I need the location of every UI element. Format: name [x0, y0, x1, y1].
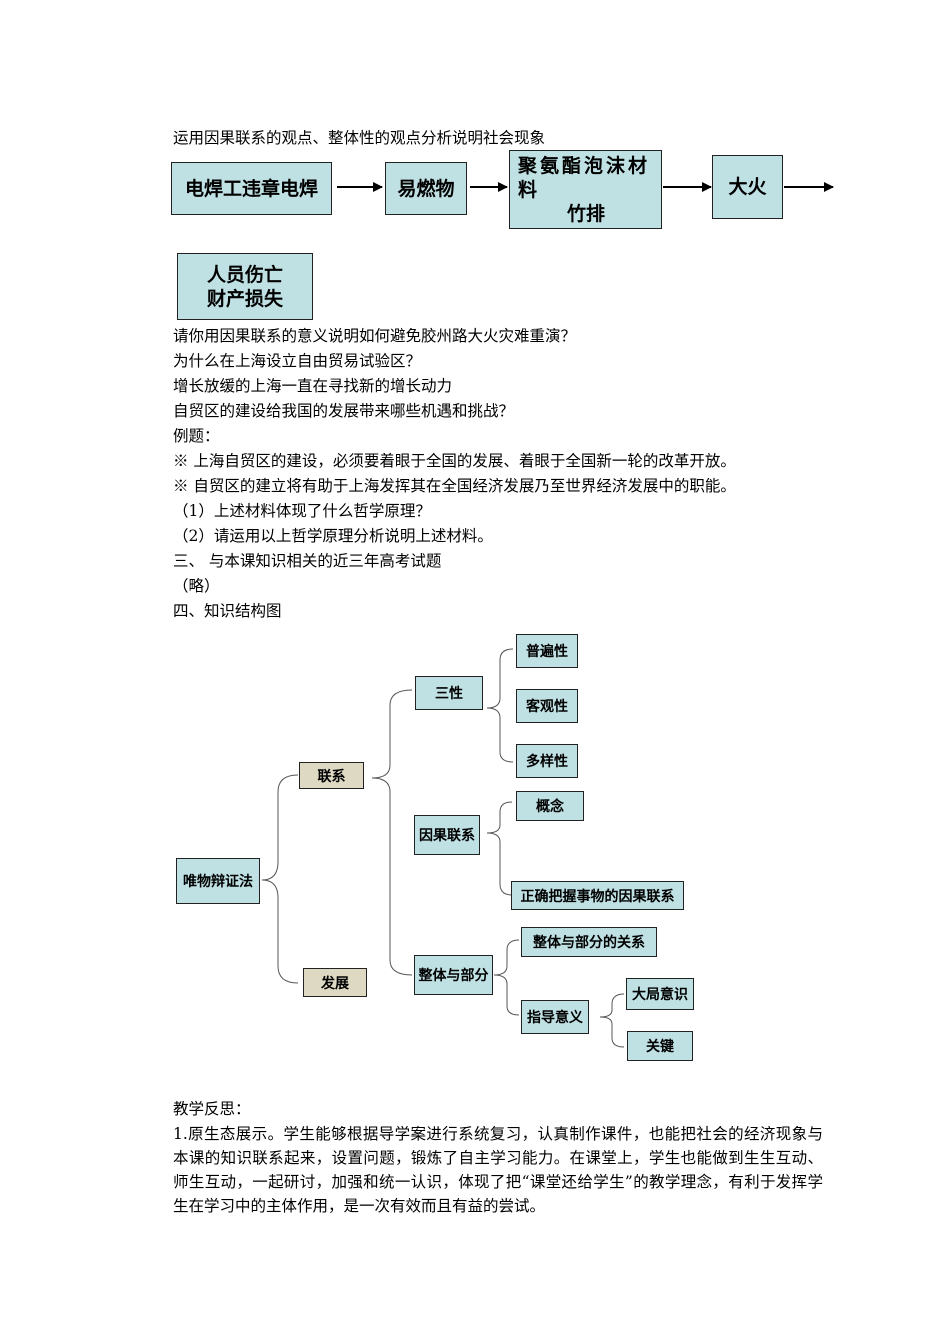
km-keguanxing-label: 客观性 [526, 699, 568, 715]
km-daju-label: 大局意识 [632, 987, 688, 1003]
brace-zhidao [599, 993, 625, 1048]
km-yinguo: 因果联系 [414, 815, 480, 855]
text-line: 三、 与本课知识相关的近三年高考试题 [173, 552, 442, 570]
text-line: 例题： [173, 427, 220, 445]
km-keguanxing: 客观性 [516, 689, 578, 723]
text-line: （略） [173, 577, 220, 595]
flow-box-foam: 聚氨酯泡沫材料 竹排 [509, 150, 662, 229]
km-root-label: 唯物辩证法 [183, 874, 253, 890]
flow-result-label-2: 财产损失 [206, 287, 283, 310]
km-pubianxing-label: 普遍性 [526, 644, 568, 660]
km-guanxi: 整体与部分的关系 [521, 927, 657, 957]
km-zhengti-label: 整体与部分 [418, 968, 489, 984]
km-duoyangxing: 多样性 [516, 744, 578, 778]
km-pubianxing: 普遍性 [516, 634, 578, 668]
km-zhengti: 整体与部分 [414, 955, 493, 995]
km-lianxi-label: 联系 [317, 768, 346, 785]
km-guanjian: 关键 [627, 1031, 693, 1061]
brace-lianxi [371, 689, 413, 976]
text-line: 自贸区的建设给我国的发展带来哪些机遇和挑战？ [173, 402, 515, 420]
km-sanxing-label: 三性 [435, 686, 463, 702]
km-fazhan: 发展 [303, 968, 367, 997]
km-fazhan-label: 发展 [321, 975, 349, 992]
km-zhengque-label: 正确把握事物的因果联系 [520, 888, 675, 905]
km-sanxing: 三性 [415, 676, 483, 710]
brace-zhengti [493, 939, 520, 1016]
km-guanxi-label: 整体与部分的关系 [533, 935, 645, 951]
km-yinguo-label: 因果联系 [419, 828, 475, 844]
text-line: （1）上述材料体现了什么哲学原理？ [173, 502, 431, 520]
text-line: ※ 上海自贸区的建设，必须要着眼于全国的发展、着眼于全国新一轮的改革开放。 [173, 452, 736, 470]
km-lianxi: 联系 [299, 762, 364, 789]
text-line: 请你用因果联系的意义说明如何避免胶州路大火灾难重演？ [173, 327, 577, 345]
text-line: （2）请运用以上哲学原理分析说明上述材料。 [173, 527, 493, 545]
km-duoyangxing-label: 多样性 [526, 754, 568, 770]
km-root: 唯物辩证法 [176, 858, 260, 904]
brace-sanxing [486, 648, 514, 763]
text-line: 四、知识结构图 [173, 602, 282, 620]
km-gainian-label: 概念 [536, 799, 564, 815]
flow-box-welding: 电焊工违章电焊 [171, 162, 332, 215]
km-daju: 大局意识 [626, 978, 694, 1010]
reflection-heading: 教学反思： [173, 1100, 251, 1118]
km-guanjian-label: 关键 [646, 1039, 674, 1055]
text-line: ※ 自贸区的建立将有助于上海发挥其在全国经济发展乃至世界经济发展中的职能。 [173, 477, 736, 495]
flow-welding-label: 电焊工违章电焊 [184, 177, 318, 200]
flow-foam-label-1: 聚氨酯泡沫材料 [518, 154, 651, 201]
km-gainian: 概念 [516, 791, 584, 821]
km-zhidao-label: 指导意义 [527, 1010, 583, 1026]
flow-result-label-1: 人员伤亡 [206, 263, 283, 286]
flow-flammable-label: 易燃物 [397, 177, 455, 200]
text-line: 增长放缓的上海一直在寻找新的增长动力 [173, 377, 453, 395]
flow-box-flammable: 易燃物 [385, 162, 467, 215]
km-zhidao: 指导意义 [521, 1000, 589, 1034]
flow-box-result: 人员伤亡 财产损失 [177, 253, 313, 320]
reflection-body: 1.原生态展示。学生能够根据导学案进行系统复习，认真制作课件，也能把社会的经济现… [173, 1125, 823, 1215]
brace-root [261, 774, 299, 984]
brace-yinguo [486, 801, 513, 896]
flow-box-fire: 大火 [712, 155, 783, 219]
flow-foam-label-2: 竹排 [566, 202, 605, 225]
km-zhengque: 正确把握事物的因果联系 [511, 881, 684, 910]
text-line: 为什么在上海设立自由贸易试验区？ [173, 352, 422, 370]
intro-text: 运用因果联系的观点、整体性的观点分析说明社会现象 [173, 129, 546, 147]
flow-fire-label: 大火 [728, 176, 767, 198]
